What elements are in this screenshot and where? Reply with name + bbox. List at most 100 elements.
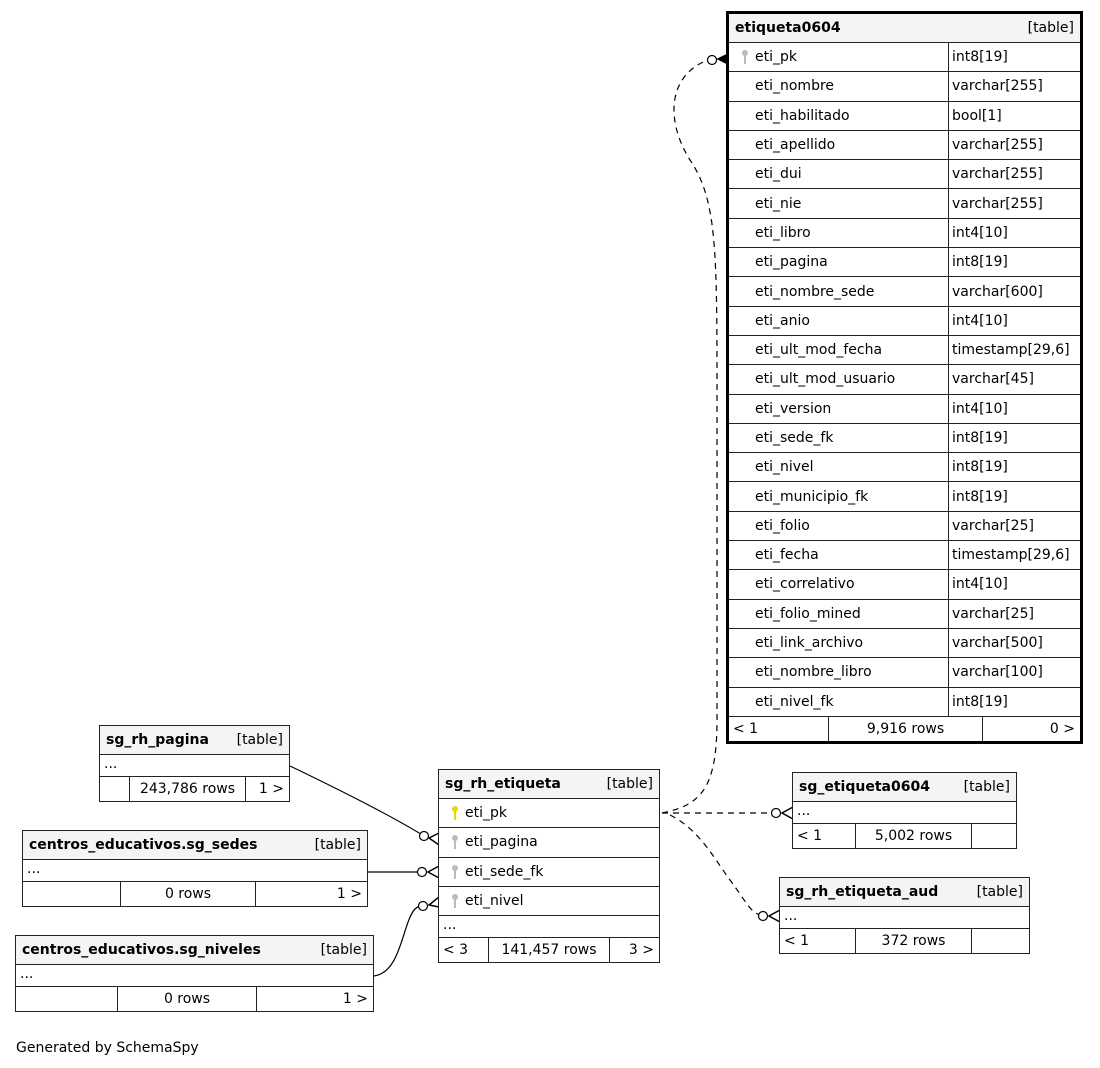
parents-count [100,777,130,801]
table-name[interactable]: sg_rh_pagina [106,732,209,748]
table-footer: 0 rows 1 > [16,987,373,1011]
column-name-cell: eti_habilitado [729,102,948,130]
foreign-key-icon [735,49,755,65]
column-type: int8[19] [948,248,1080,277]
column-row[interactable]: eti_pagina [439,828,659,858]
column-name-cell: eti_nombre [729,72,948,100]
columns-ellipsis: ... [439,916,659,939]
link-sedes-optional-marker [416,866,428,878]
column-type: int8[19] [948,423,1080,453]
column-row[interactable]: eti_pagina int8[19] [729,248,1080,278]
table-kind: [table] [314,837,361,853]
column-type: timestamp[29,6] [948,335,1080,365]
column-name-cell: eti_nie [729,189,948,217]
table-name[interactable]: sg_rh_etiqueta [445,776,561,792]
table-sg-rh-pagina[interactable]: sg_rh_pagina [table] ... 243,786 rows 1 … [99,725,290,802]
column-type: varchar[600] [948,277,1080,306]
table-sg-sedes[interactable]: centros_educativos.sg_sedes [table] ... … [22,830,368,907]
children-count[interactable]: 1 > [258,781,284,797]
column-type: int8[19] [948,687,1080,716]
table-footer: 243,786 rows 1 > [100,777,289,801]
link-etiqueta0604-optional-marker [706,54,718,66]
table-name[interactable]: centros_educativos.sg_niveles [22,942,261,958]
link-niveles [373,905,421,977]
column-type: varchar[25] [948,511,1080,541]
table-name[interactable]: centros_educativos.sg_sedes [29,837,258,853]
column-name: eti_sede_fk [465,863,544,880]
children-count[interactable]: 1 > [336,886,362,902]
column-name-cell: eti_pagina [729,248,948,276]
table-name[interactable]: sg_rh_etiqueta_aud [786,884,939,900]
table-sg-rh-etiqueta-aud[interactable]: sg_rh_etiqueta_aud [table] ... < 1 372 r… [779,877,1030,954]
foreign-key-icon [445,893,465,909]
row-count: 141,457 rows [489,938,610,963]
column-name: eti_pagina [755,254,828,271]
table-name[interactable]: etiqueta0604 [735,20,841,36]
column-type: int4[10] [948,306,1080,335]
primary-key-icon [445,805,465,821]
children-count[interactable]: 3 > [628,942,654,959]
column-name-cell: eti_anio [729,307,948,335]
link-pagina-optional-marker [418,830,430,842]
parents-count[interactable]: < 1 [793,824,856,848]
column-name-cell: eti_pagina [439,828,659,856]
column-type: varchar[100] [948,658,1080,687]
parents-count[interactable]: < 1 [780,929,856,953]
column-name: eti_correlativo [755,576,855,593]
column-row[interactable]: eti_sede_fk [439,858,659,887]
table-name[interactable]: sg_etiqueta0604 [799,779,930,795]
children-count[interactable]: 1 > [342,991,368,1007]
column-name: eti_anio [755,312,810,329]
table-sg-etiqueta0604[interactable]: sg_etiqueta0604 [table] ... < 1 5,002 ro… [792,772,1017,849]
column-row[interactable]: eti_anio int4[10] [729,306,1080,336]
columns-ellipsis: ... [793,802,1016,824]
column-name-cell: eti_correlativo [729,570,948,598]
link-pagina [289,765,425,837]
column-row[interactable]: eti_nivel [439,887,659,917]
column-name-cell: eti_ult_mod_fecha [729,336,948,364]
foreign-key-icon [445,834,465,850]
table-kind: [table] [236,732,283,748]
column-name-cell: eti_folio [729,512,948,540]
column-row[interactable]: eti_nivel_fk int8[19] [729,687,1080,717]
table-footer: < 1 9,916 rows 0 > [729,716,1080,741]
parents-count[interactable]: < 3 [439,938,489,963]
parents-count[interactable]: < 1 [729,716,829,741]
link-aud-crowfoot [767,909,781,923]
column-name: eti_link_archivo [755,635,864,652]
table-footer: < 1 5,002 rows [793,824,1016,848]
table-kind: [table] [976,884,1023,900]
column-name-cell: eti_dui [729,160,948,188]
link-aud [669,814,761,916]
table-sg-niveles[interactable]: centros_educativos.sg_niveles [table] ..… [15,935,374,1012]
column-name-cell: eti_nivel [729,453,948,481]
column-name: eti_nivel_fk [755,693,834,710]
column-name-cell: eti_link_archivo [729,629,948,657]
children-count[interactable]: 0 > [1049,720,1075,737]
column-name: eti_pk [755,49,797,66]
column-row[interactable]: eti_pk [439,799,659,829]
